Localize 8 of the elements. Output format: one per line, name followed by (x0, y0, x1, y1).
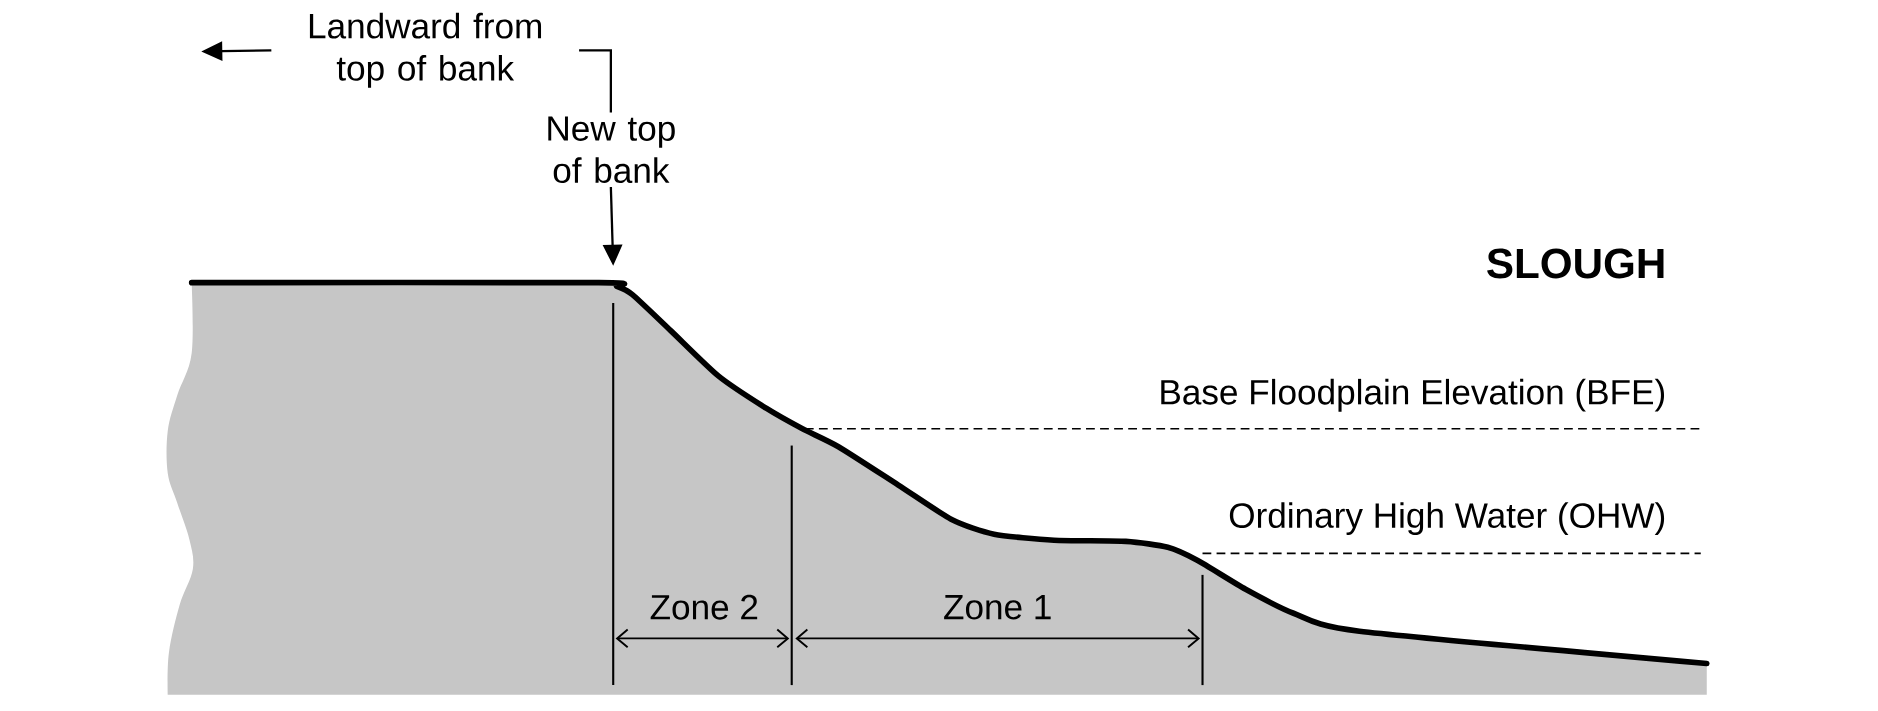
zone-label: Zone 1 (944, 594, 1051, 620)
leader-line (579, 48, 612, 113)
callout-text: New top of bank (548, 116, 675, 183)
zone-label: Zone 2 (650, 594, 758, 620)
title: SLOUGH (1487, 248, 1664, 279)
level-label: Base Floodplain Elevation (BFE) (1161, 378, 1665, 412)
callout-text: Landward from top of bank (309, 12, 542, 88)
level-label: Ordinary High Water (OHW) (1229, 502, 1665, 535)
